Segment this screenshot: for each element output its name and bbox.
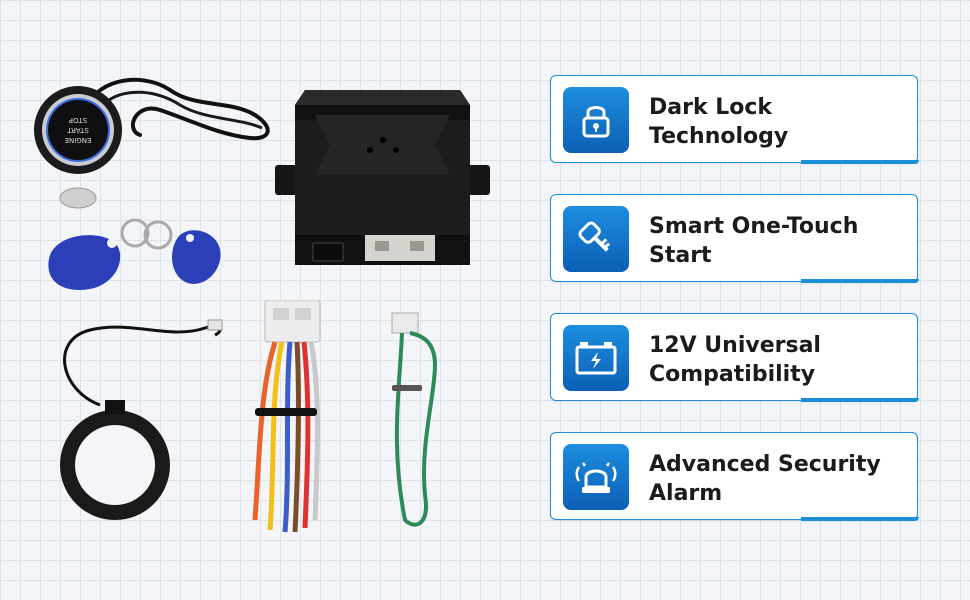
- key-icon: [563, 206, 629, 272]
- control-module-image: [275, 90, 490, 265]
- button-text-stop: STOP: [69, 116, 87, 124]
- battery-icon: [563, 325, 629, 391]
- feature-card: Dark Lock Technology: [550, 75, 919, 164]
- green-wire-image: [391, 312, 438, 527]
- feature-label-line2: Compatibility: [649, 362, 816, 387]
- feature-label-line1: 12V Universal: [649, 333, 821, 358]
- padlock-icon: [563, 87, 629, 153]
- feature-label-line1: Dark Lock: [649, 95, 773, 120]
- feature-card: Advanced Security Alarm: [550, 432, 919, 521]
- feature-label-line1: Advanced Security: [649, 452, 881, 477]
- feature-label: Smart One-Touch Start: [649, 212, 909, 270]
- feature-card: Smart One-Touch Start: [550, 194, 919, 283]
- engine-start-button-image: ENGINE START STOP: [34, 77, 270, 209]
- feature-label-line2: Technology: [649, 124, 789, 149]
- feature-label-line2: Alarm: [649, 481, 723, 506]
- feature-label-line2: Start: [649, 243, 712, 268]
- rfid-key-tags-image: [48, 218, 221, 290]
- feature-label-line1: Smart One-Touch: [649, 214, 859, 239]
- feature-label: Dark Lock Technology: [649, 93, 909, 151]
- antenna-ring-image: [60, 319, 223, 520]
- siren-icon: [563, 444, 629, 510]
- button-text-start: START: [66, 126, 88, 134]
- button-text-engine: ENGINE: [65, 136, 92, 144]
- feature-label: 12V Universal Compatibility: [649, 331, 909, 389]
- feature-card: 12V Universal Compatibility: [550, 313, 919, 402]
- product-photo-area: ENGINE START STOP: [34, 77, 490, 533]
- wiring-harness-image: [252, 300, 321, 533]
- feature-label: Advanced Security Alarm: [649, 450, 909, 508]
